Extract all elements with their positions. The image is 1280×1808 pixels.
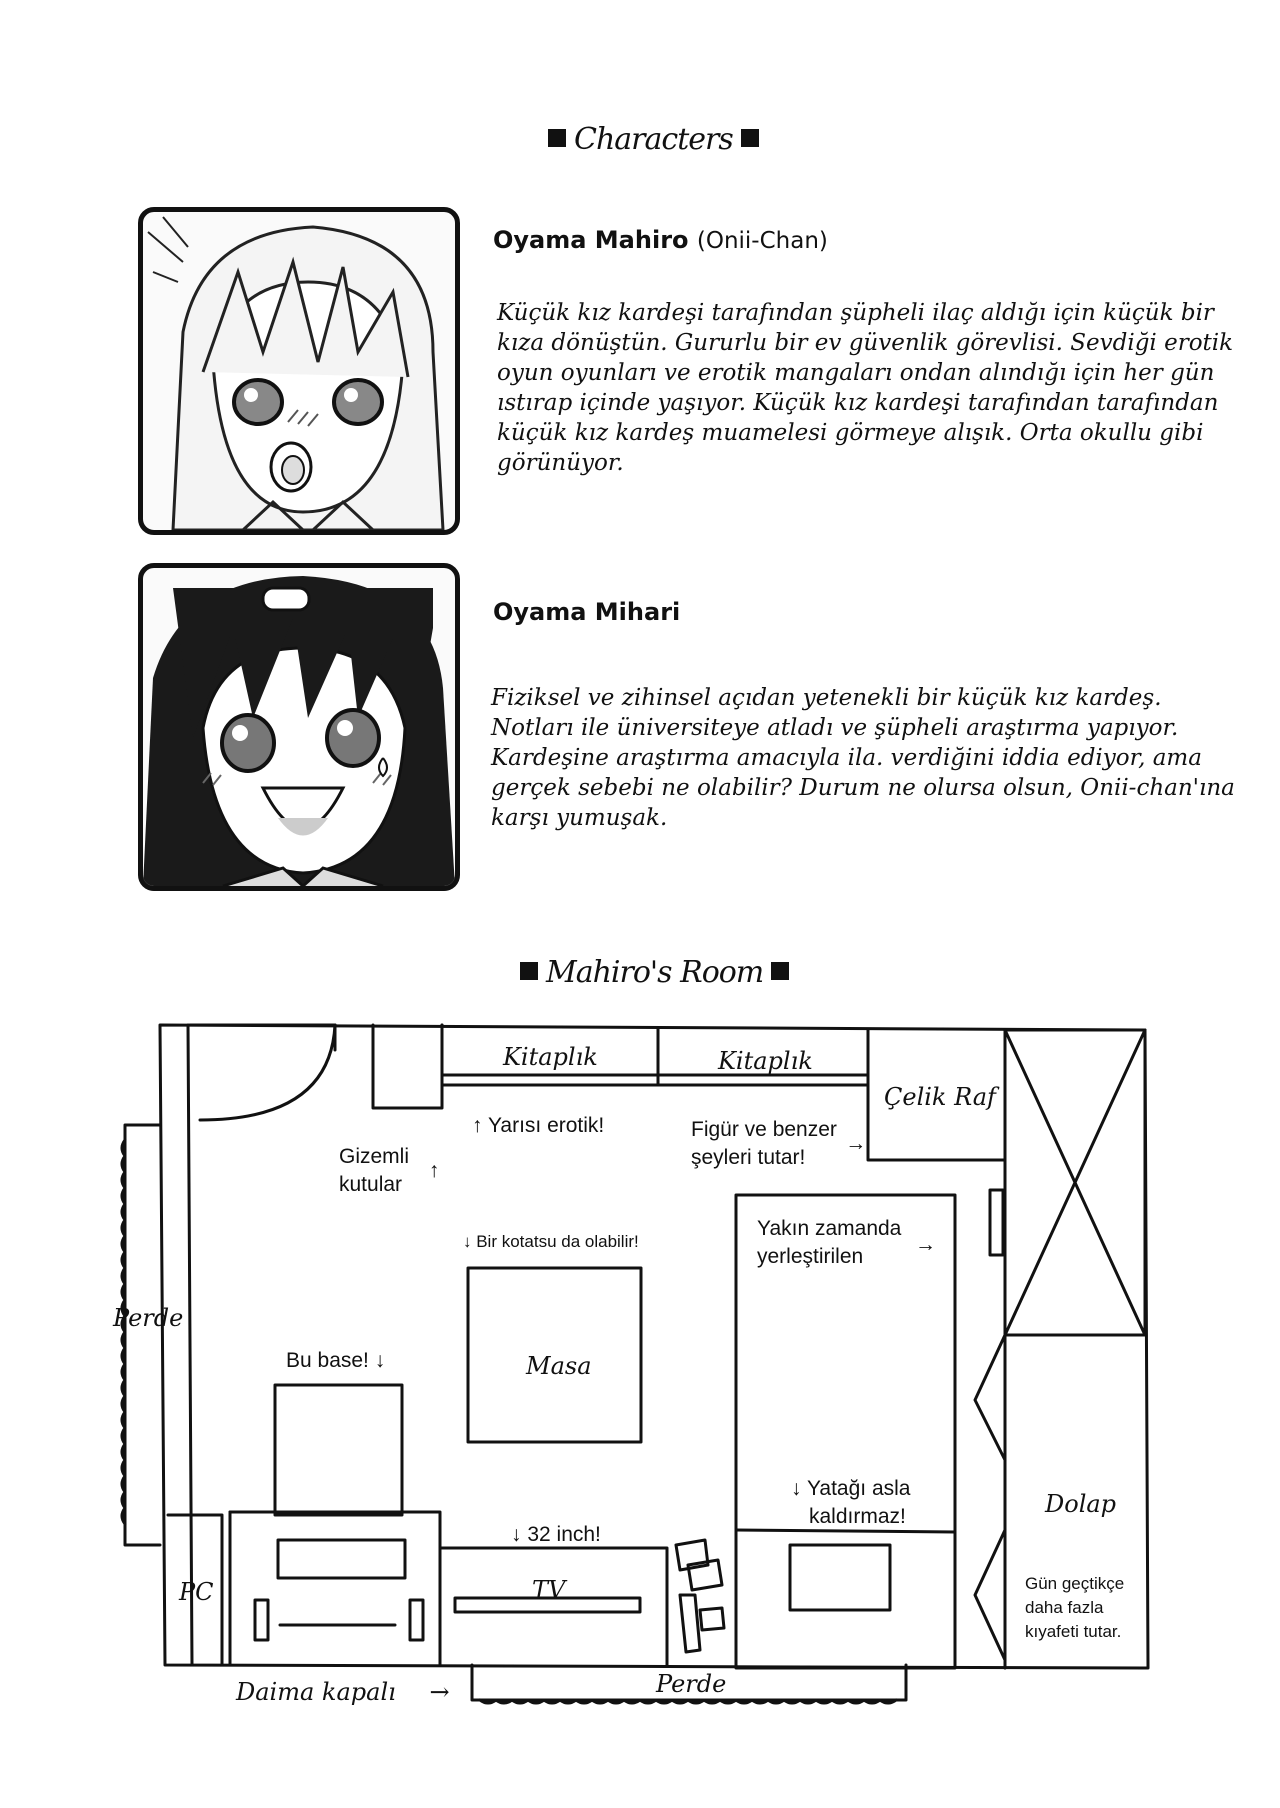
mihari-face-illustration — [143, 576, 455, 886]
mahiro-name: Oyama Mahiro (Onii-Chan) — [493, 226, 828, 254]
wardrobe-label: Dolap — [1045, 1490, 1117, 1518]
mihari-portrait — [138, 563, 460, 891]
heading-square-icon — [548, 129, 566, 147]
always-closed-note: Daima kapalı → — [236, 1678, 450, 1706]
wardrobe-clothes-note: Gün geçtikçe daha fazla kıyafeti tutar. — [1025, 1574, 1125, 1641]
bookshelf-label-1: Kitaplık — [503, 1043, 598, 1071]
mahiro-face-illustration — [147, 216, 445, 530]
half-erotic-note: ↑ Yarısı erotik! — [472, 1114, 605, 1137]
mystery-boxes-note: Gizemli ↑ kutular — [339, 1145, 440, 1196]
curtain-left-label: Perde — [113, 1304, 184, 1332]
steel-rack-label: Çelik Raf — [884, 1083, 996, 1111]
arrow-right-icon: → — [845, 1132, 867, 1155]
characters-heading: Characters — [540, 122, 767, 157]
mahiro-portrait — [138, 207, 460, 535]
curtain-bottom-label: Perde — [656, 1670, 727, 1698]
heading-square-icon — [520, 962, 538, 980]
base-note: Bu base! ↓ — [286, 1349, 386, 1372]
arrow-up-icon: ↑ — [428, 1159, 440, 1182]
arrow-right-icon: → — [915, 1233, 937, 1256]
mahiro-alias: (Onii-Chan) — [696, 228, 828, 254]
arrow-right-icon: → — [429, 1678, 450, 1706]
tv-size-note: ↓ 32 inch! — [511, 1523, 601, 1546]
recently-placed-note: Yakın zamanda yerleştirilen → — [757, 1217, 937, 1268]
figures-note: Figür ve benzer şeyleri tutar! → — [691, 1118, 867, 1169]
tv-label: TV — [532, 1576, 566, 1604]
pc-label: PC — [179, 1578, 214, 1606]
heading-square-icon — [771, 962, 790, 980]
bookshelf-label-2: Kitaplık — [718, 1047, 813, 1075]
desk-label: Masa — [526, 1352, 592, 1380]
kotatsu-note: ↓ Bir kotatsu da olabilir! — [463, 1232, 639, 1251]
mihari-description: Fiziksel ve zihinsel açıdan yetenekli bi… — [491, 685, 1235, 831]
bed-note: ↓ Yatağı asla kaldırmaz! — [791, 1477, 911, 1528]
heading-square-icon — [740, 129, 759, 147]
mahiro-description: Küçük kız kardeşi tarafından şüpheli ila… — [497, 300, 1234, 476]
mihari-name: Oyama Mihari — [493, 598, 681, 626]
room-heading: Mahiro's Room — [512, 955, 797, 990]
